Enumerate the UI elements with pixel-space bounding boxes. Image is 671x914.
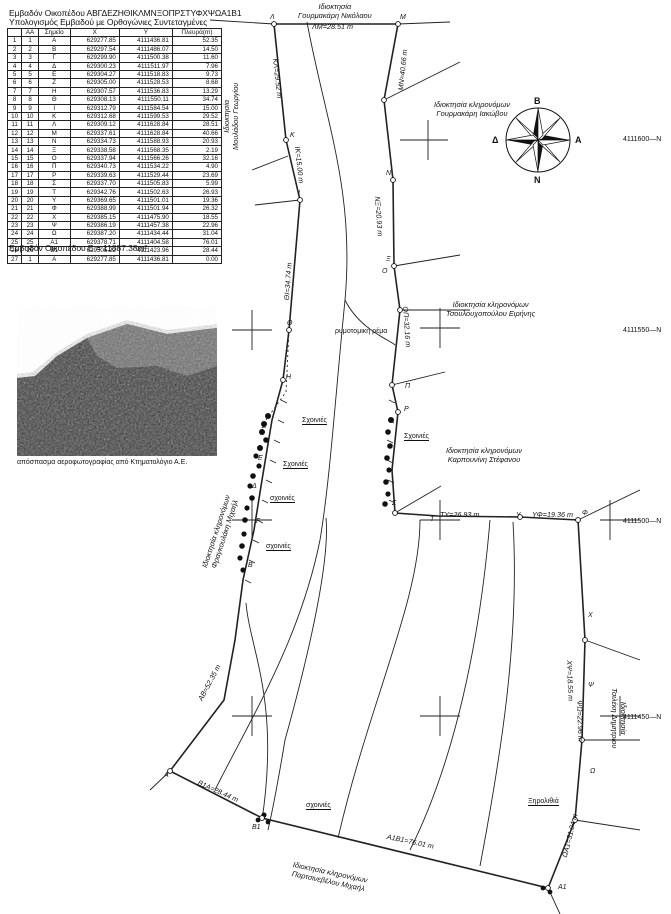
grid-label-4111550: 4111550—N	[623, 327, 662, 334]
point-Th: Θ	[287, 320, 293, 327]
point-B: Β	[248, 562, 253, 569]
owner-northeast: Ιδιοκτησία κληρονόμων Γουρμακάρη Ιακώβου	[434, 100, 510, 118]
point-X: Ξ	[386, 256, 391, 263]
point-K: Κ	[290, 132, 295, 139]
photo-caption: απόσπασμα αεροφωτογραφίας από Κτηματολόγ…	[17, 459, 188, 466]
point-S: Σ	[392, 500, 397, 507]
tag-schoinies-1: Σχοινιές	[302, 417, 327, 425]
tag-schoinies-6: σχοινιές	[306, 802, 331, 810]
table-cell-idx: 27	[6, 254, 23, 264]
compass-south-label: Ν	[534, 175, 541, 185]
table-cell-side: 0.00	[171, 254, 223, 264]
corner-markers	[167, 21, 588, 891]
point-B1: Β1	[252, 824, 261, 831]
stream-line-2	[344, 299, 396, 346]
plan-subtitle: Υπολογισμός Εμβαδού με Ορθογώνιες Συντετ…	[9, 17, 208, 27]
point-O: Ο	[382, 268, 388, 275]
length-YF: ΥΦ=19.36 m	[532, 510, 573, 519]
point-Z: Ζ	[262, 423, 267, 430]
point-Ch: Χ	[588, 612, 593, 619]
plan-title: Εμβαδόν Οικοπέδου ΑΒΓΔΕΖΗΘΙΚΛΜΝΞΟΠΡΣΤΥΦΧ…	[9, 8, 242, 18]
owner-east-lower: Ιδιοκτησία κληρονόμων Καρπουνίνη Στέφανο…	[446, 446, 522, 464]
owner-ne-line1: Ιδιοκτησία κληρονόμων	[434, 100, 510, 109]
owner-west-upper-line2: Μουλάδου Γεωργίου	[231, 82, 240, 150]
owner-top: Ιδιοκτησία Γουρμακάρη Νικόλαου	[298, 2, 372, 20]
length-PsiOm: ΨΩ=22.96 m	[575, 700, 586, 742]
point-A: Α	[164, 772, 169, 779]
point-Om: Ω	[590, 768, 596, 775]
point-T: Τ	[430, 516, 435, 523]
point-G: Γ	[256, 518, 260, 525]
tag-schoinies-2: Σχοινιές	[404, 433, 429, 441]
point-D: Δ	[252, 483, 257, 490]
owner-west-upper: Ιδιοκτησία Μουλάδου Γεωργίου	[222, 83, 240, 150]
length-TY: ΤΥ=26.93 m	[440, 510, 480, 519]
owner-top-line2: Γουρμακάρη Νικόλαου	[298, 11, 372, 20]
owner-east-lower-line1: Ιδιοκτησία κληρονόμων	[446, 446, 522, 455]
owner-se-line2: Τσιλέκη Δημητρίου	[610, 688, 619, 749]
owner-east-mid-line1: Ιδιοκτησία κληρονόμων	[452, 300, 529, 309]
compass-east-label: Α	[575, 135, 582, 145]
aerial-photo-image	[17, 306, 217, 456]
point-L: Λ	[270, 14, 275, 21]
stream-line-1	[214, 21, 348, 791]
fence-ticks	[244, 399, 396, 584]
length-LM: ΛΜ=28.51 m	[312, 22, 353, 31]
tag-rema: ρυμοτομική ρέμα	[335, 328, 388, 335]
grid-crosses	[232, 120, 640, 736]
owner-se-line1: Ιδιοκτησία	[619, 701, 628, 735]
tag-xirolithia: Ξηρολιθιά	[528, 798, 559, 806]
compass-west-label: Δ	[492, 135, 499, 145]
owner-southeast: Ιδιοκτησία Τσιλέκη Δημητρίου	[610, 688, 628, 748]
grid-label-4111600: 4111600—N	[623, 136, 662, 143]
grid-label-4111450: 4111450—N	[623, 714, 662, 721]
owner-top-line1: Ιδιοκτησία	[318, 2, 352, 11]
length-XPsi: ΧΨ=18.55 m	[565, 660, 576, 702]
point-N: Ν	[386, 170, 392, 177]
point-E: Ε	[258, 455, 263, 462]
point-Y: Υ	[516, 512, 521, 519]
point-M: Μ	[400, 14, 406, 21]
grid-label-4111500: 4111500—N	[623, 518, 662, 525]
tag-schoinies-4: σχοινιές	[270, 495, 295, 503]
point-F: Φ	[582, 510, 588, 517]
owner-ne-line2: Γουρμακάρη Ιακώβου	[436, 109, 508, 118]
owner-east-mid-line2: Τσουλουχοπούλου Ειρήνης	[446, 309, 536, 318]
parcel-boundary	[168, 23, 586, 889]
point-P: Π	[405, 383, 411, 390]
compass-rose	[505, 107, 571, 173]
owner-east-lower-line2: Καρπουνίνη Στέφανου	[447, 455, 521, 464]
table-cell-x: 629277.85	[69, 254, 120, 264]
compass-north-label: Β	[534, 96, 541, 106]
point-R: Ρ	[404, 406, 409, 413]
area-total: Εμβαδόν Οικοπέδου E = 11887.38m²	[9, 243, 148, 253]
tag-schoinies-3: Σχοινιές	[283, 461, 308, 469]
owner-west-upper-line1: Ιδιοκτησία	[222, 99, 231, 133]
point-H: Η	[286, 374, 292, 381]
point-I: Ι	[298, 190, 300, 197]
aerial-photo	[17, 306, 217, 456]
point-Ps: Ψ	[588, 682, 594, 689]
point-A1: Α1	[558, 884, 567, 891]
tag-schoinies-5: σχοινιές	[266, 543, 291, 551]
shrub-clusters	[237, 413, 553, 895]
owner-east-mid: Ιδιοκτησία κληρονόμων Τσουλουχοπούλου Ει…	[446, 300, 535, 318]
